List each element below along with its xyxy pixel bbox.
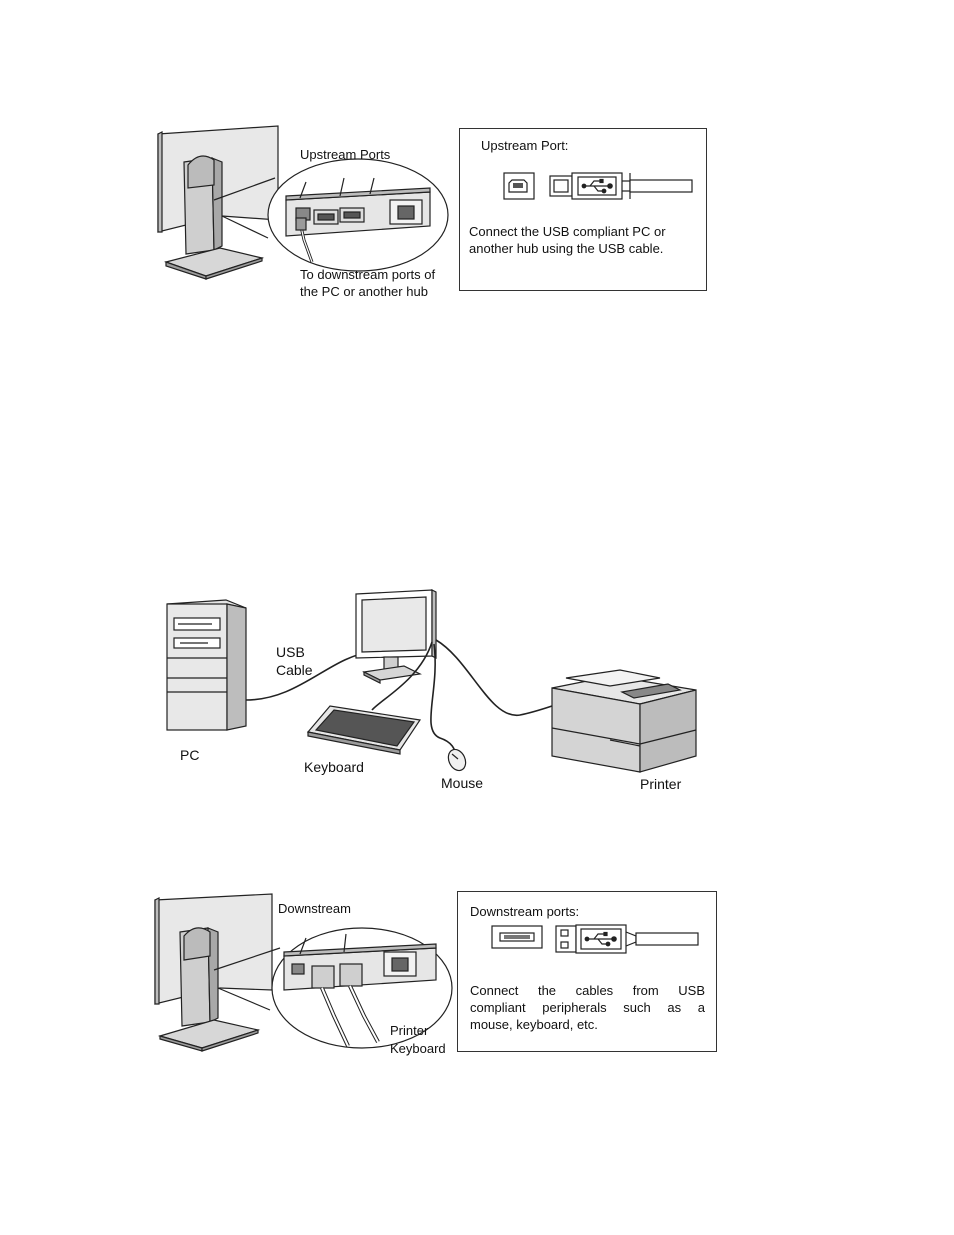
usb-a-port-icon bbox=[491, 925, 543, 949]
downstream-callout-line-2: Keyboard bbox=[390, 1041, 446, 1056]
usb-cable-label-line-2: Cable bbox=[276, 662, 313, 678]
usb-a-plug-icon bbox=[555, 924, 699, 954]
usb-cable-label-line-1: USB bbox=[276, 644, 305, 660]
upstream-callout-line-1: To downstream ports of bbox=[300, 267, 436, 282]
upstream-box-title: Upstream Port: bbox=[481, 138, 569, 153]
downstream-box-text-line-3: mouse, keyboard, etc. bbox=[470, 1017, 598, 1032]
mouse-label: Mouse bbox=[441, 775, 484, 791]
upstream-callout-line-2: the PC or another hub bbox=[300, 284, 428, 299]
mouse-icon bbox=[447, 748, 467, 772]
upstream-port-info-box: Upstream Port: bbox=[459, 128, 707, 291]
pc-label: PC bbox=[180, 747, 200, 763]
keyboard-label: Keyboard bbox=[304, 759, 364, 775]
printer-icon bbox=[551, 669, 697, 773]
downstream-port-info-box: Downstream ports: bbox=[457, 891, 717, 1052]
monitor-front-icon bbox=[355, 589, 437, 684]
keyboard-icon bbox=[306, 705, 422, 755]
usb-b-plug-icon bbox=[549, 172, 693, 200]
monitor-rear-downstream-illustration bbox=[154, 893, 453, 1052]
upstream-box-text-line-2: another hub using the USB cable. bbox=[469, 241, 664, 256]
printer-label: Printer bbox=[640, 776, 682, 792]
usb-b-port-icon bbox=[503, 172, 535, 200]
upstream-figure: Upstream Ports To downstream ports of th… bbox=[0, 0, 954, 320]
upstream-box-text-line-1: Connect the USB compliant PC or bbox=[469, 224, 666, 239]
downstream-box-title: Downstream ports: bbox=[470, 904, 580, 919]
pc-tower-icon bbox=[166, 599, 247, 731]
downstream-box-text-line-2: compliant peripherals such as a bbox=[470, 1000, 705, 1015]
downstream-figure: Downstream Printer Keyboard Downstream p… bbox=[0, 870, 954, 1070]
downstream-box-text-line-1: Connect the cables from USB bbox=[470, 983, 705, 998]
upstream-ports-label: Upstream Ports bbox=[300, 147, 391, 162]
usb-network-figure: USB Cable PC Keyboard Mouse Printer bbox=[0, 560, 954, 820]
monitor-rear-upstream-illustration bbox=[157, 125, 449, 280]
downstream-ports-label: Downstream bbox=[278, 901, 351, 916]
usb-network-illustration bbox=[166, 589, 697, 773]
downstream-callout-line-1: Printer bbox=[390, 1023, 429, 1038]
